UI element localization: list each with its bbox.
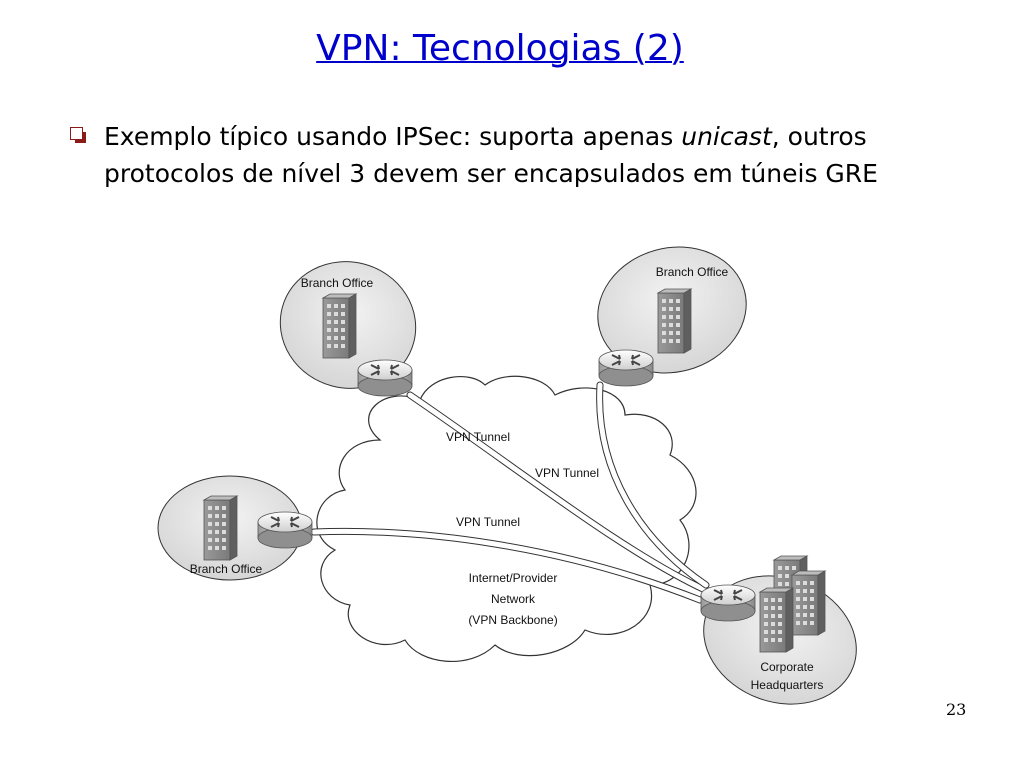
cloud-label-line3: (VPN Backbone) <box>468 613 557 627</box>
bullet-text: Exemplo típico usando IPSec: suporta ape… <box>104 118 990 192</box>
slide-title: VPN: Tecnologias (2) <box>316 28 684 69</box>
page-number: 23 <box>946 700 967 719</box>
router-icon <box>257 511 313 549</box>
bullet-text-part1: Exemplo típico usando IPSec: suporta ape… <box>104 122 682 151</box>
internet-cloud <box>316 375 697 663</box>
square-bullet-icon <box>70 127 86 143</box>
bullet-text-part2: , outros protocolos de nível 3 devem ser… <box>104 122 878 188</box>
bullet-item: Exemplo típico usando IPSec: suporta ape… <box>70 118 990 192</box>
bullet-text-italic: unicast <box>681 122 772 151</box>
cloud-label-line2: Network <box>491 592 536 606</box>
building-icon <box>657 288 692 354</box>
corporate-hq-label-line1: Corporate <box>760 660 814 674</box>
branch-office-left-label: Branch Office <box>190 562 263 576</box>
router-icon <box>700 584 756 622</box>
building-icon <box>322 293 357 359</box>
corporate-hq-label-line2: Headquarters <box>751 678 824 692</box>
branch-office-top-left-label: Branch Office <box>301 276 374 290</box>
cloud-label-line1: Internet/Provider <box>469 571 558 585</box>
router-icon <box>598 349 654 387</box>
building-icon <box>203 495 238 561</box>
branch-office-top-right-label: Branch Office <box>656 265 729 279</box>
vpn-tunnel-label-1: VPN Tunnel <box>446 430 510 444</box>
vpn-tunnels <box>310 381 710 604</box>
vpn-tunnel-label-3: VPN Tunnel <box>456 515 520 529</box>
vpn-tunnel-label-2: VPN Tunnel <box>535 466 599 480</box>
router-icon <box>357 359 413 397</box>
